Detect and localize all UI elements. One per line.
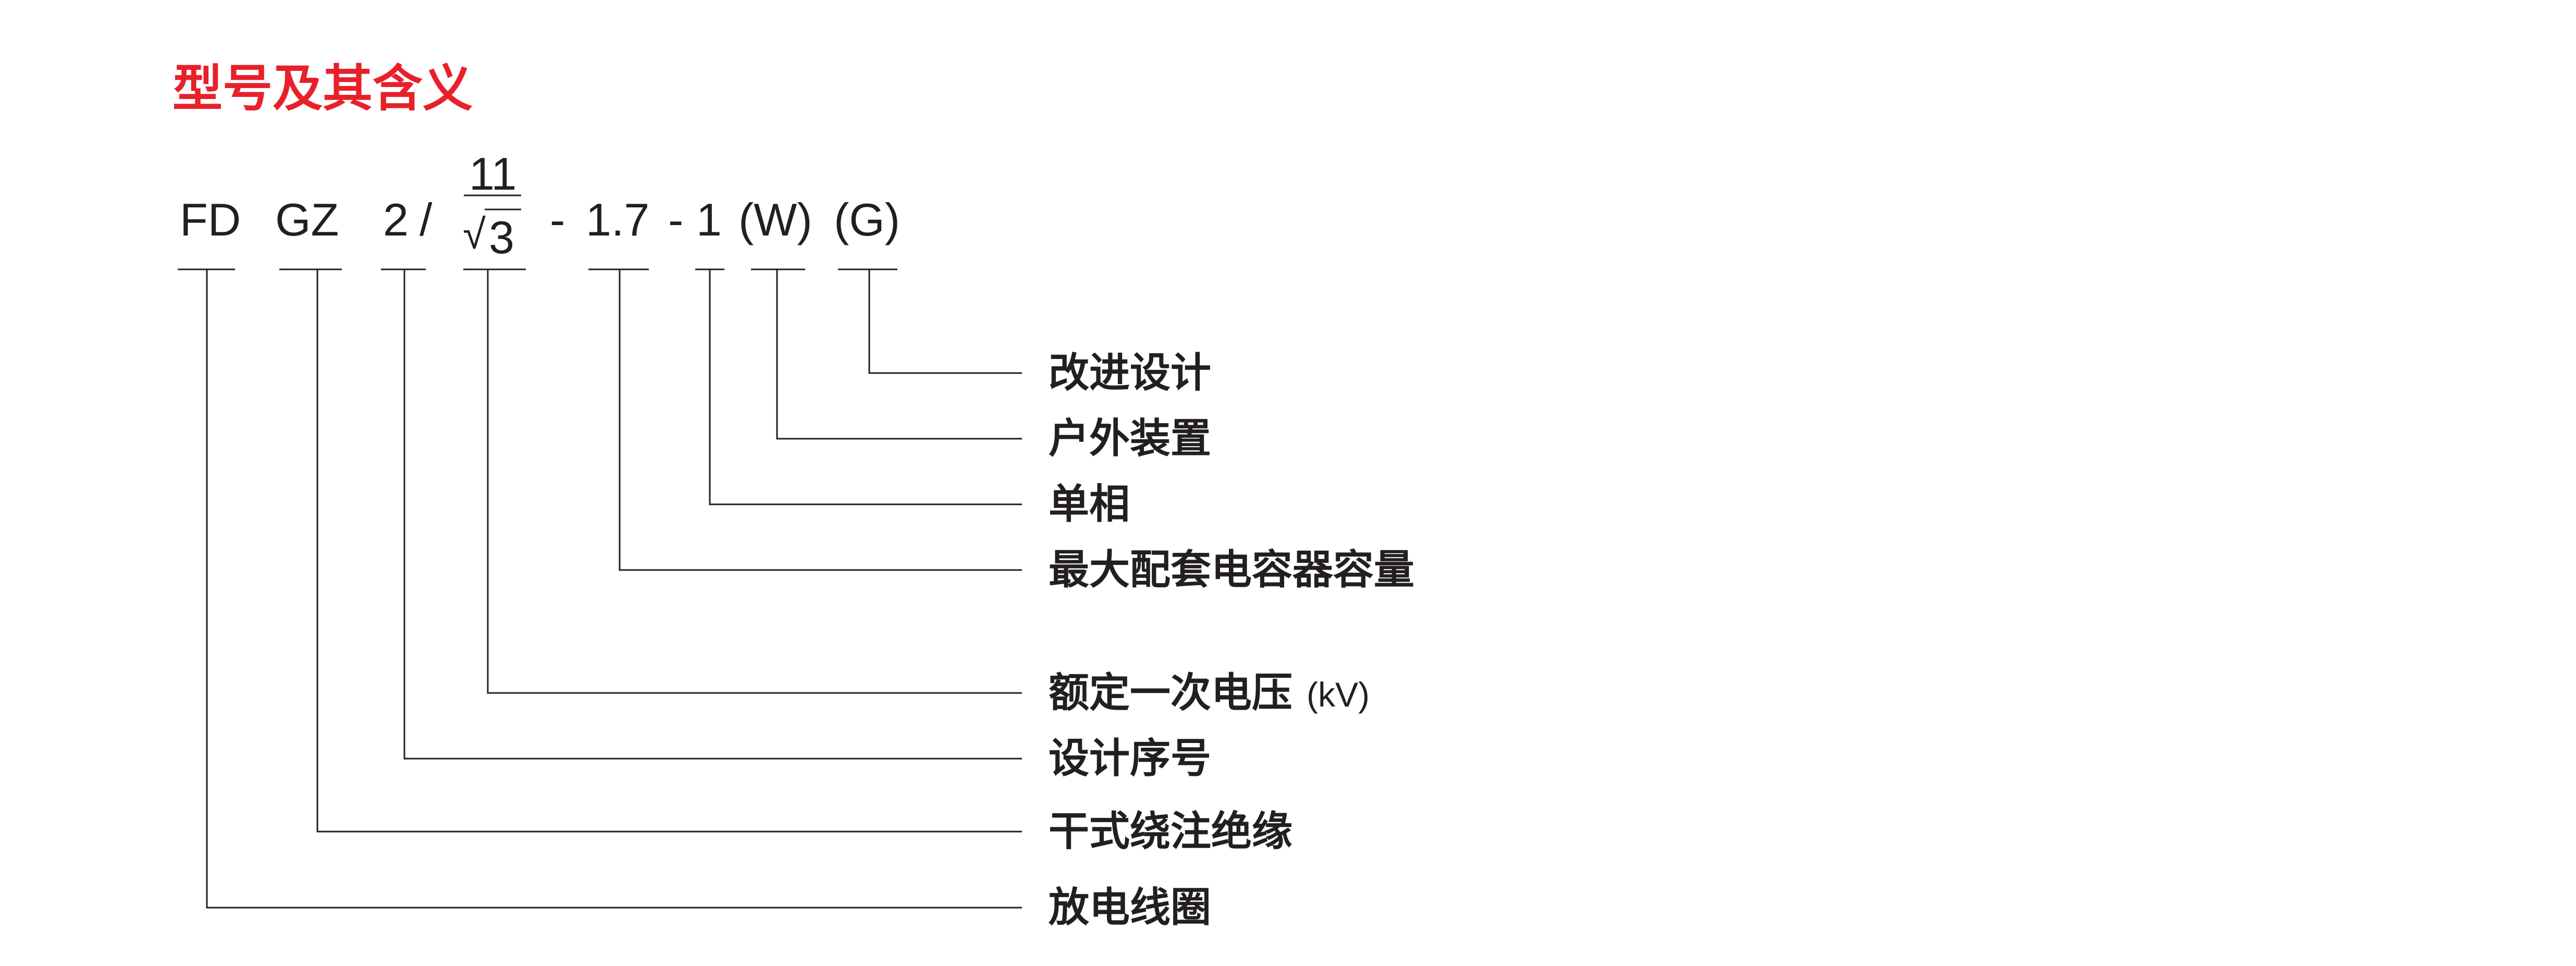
code-slash: /	[420, 194, 433, 245]
label-voltage-row: 额定一次电压 (kV)	[1049, 673, 1370, 713]
label-voltage: 额定一次电压	[1049, 670, 1293, 716]
code-sqrt-sign: √	[463, 211, 486, 257]
label-capacity: 最大配套电容器容量	[1049, 547, 1415, 593]
code-outdoor: (W)	[738, 194, 812, 245]
label-outdoor: 户外装置	[1049, 415, 1212, 462]
leader-improved	[868, 269, 1022, 374]
label-coil: 放电线圈	[1049, 884, 1212, 931]
leader-voltage	[487, 269, 1022, 694]
code-design-no: 2	[383, 194, 409, 245]
code-dash-2: -	[668, 194, 684, 245]
code-improved: (G)	[834, 194, 901, 245]
code-numerator: 11	[469, 148, 517, 200]
code-dash-1: -	[550, 194, 565, 245]
leader-phase	[709, 269, 1022, 505]
code-gz: GZ	[275, 194, 339, 245]
code-capacity: 1.7	[586, 194, 650, 245]
label-improved: 改进设计	[1049, 350, 1212, 397]
leader-capacity	[619, 269, 1022, 571]
label-insulation: 干式绕注绝缘	[1049, 808, 1293, 855]
leader-insulation	[316, 269, 1022, 833]
leader-outdoor	[776, 269, 1022, 440]
label-design-no: 设计序号	[1049, 735, 1212, 782]
label-phase: 单相	[1049, 481, 1130, 528]
code-fd: FD	[180, 194, 241, 245]
section-title: 型号及其含义	[172, 59, 473, 118]
code-phase: 1	[696, 194, 722, 245]
label-voltage-unit: (kV)	[1307, 675, 1370, 714]
code-denominator: 3	[489, 212, 514, 263]
leader-design-no	[403, 269, 1022, 760]
leader-coil	[206, 269, 1022, 909]
